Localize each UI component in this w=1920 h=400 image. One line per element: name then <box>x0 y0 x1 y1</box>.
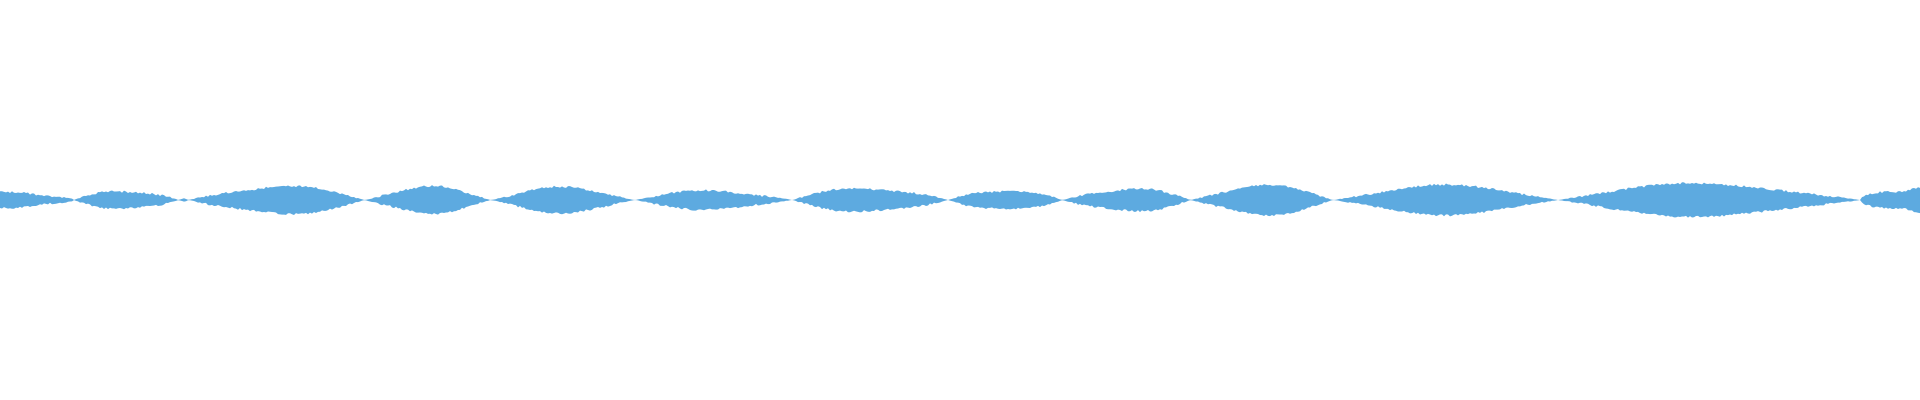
waveform-shape <box>0 182 1920 218</box>
